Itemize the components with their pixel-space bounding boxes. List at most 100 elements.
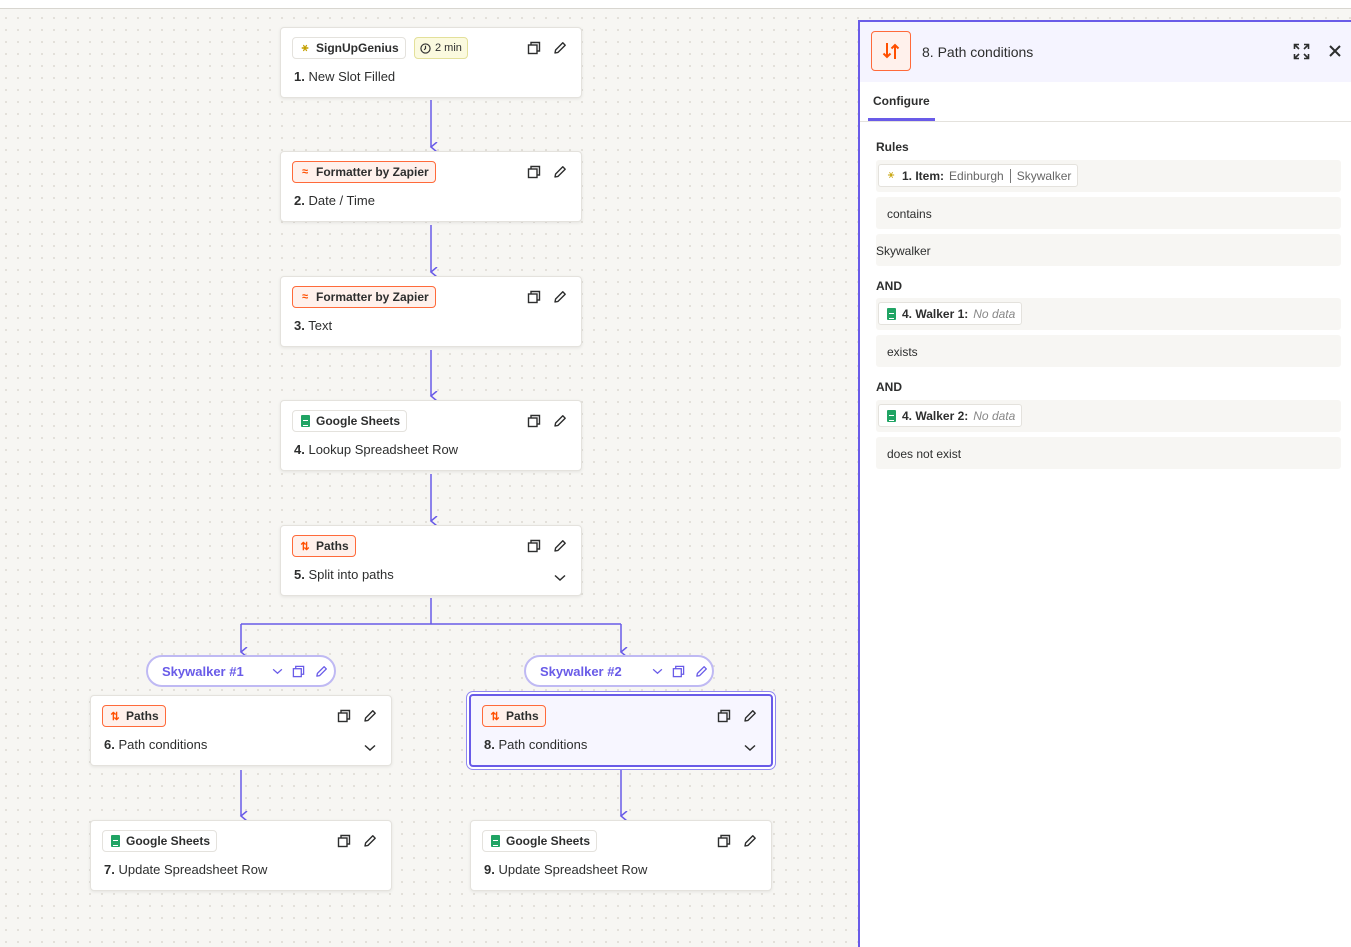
duplicate-icon[interactable] [671,664,685,678]
step-card-2[interactable]: ≈ Formatter by Zapier 2. Date / Time [280,151,582,222]
paths-icon: ⇅ [490,710,500,723]
step-card-4[interactable]: Google Sheets 4. Lookup Spreadsheet Row [280,400,582,471]
active-tab-indicator [868,118,935,121]
rule-1-operator[interactable]: contains [876,197,1341,229]
duplicate-icon[interactable] [336,833,352,849]
app-chip-formatter: ≈ Formatter by Zapier [292,161,436,183]
step-title: Date / Time [308,193,375,208]
path-name: Skywalker #2 [540,663,622,679]
step-number: 2. [294,193,305,208]
edit-pencil-icon[interactable] [552,413,568,429]
paths-icon: ⇅ [110,710,120,723]
app-chip-google-sheets: Google Sheets [482,830,598,852]
app-chip-formatter: ≈ Formatter by Zapier [292,286,436,308]
edit-pencil-icon[interactable] [314,664,328,678]
google-sheets-icon [885,307,897,320]
duplicate-icon[interactable] [526,538,542,554]
app-chip-google-sheets: Google Sheets [292,410,408,432]
top-toolbar-edge [0,0,1351,9]
step-number: 8. [484,737,495,752]
chevron-down-icon[interactable] [270,664,284,678]
step-card-7[interactable]: Google Sheets 7. Update Spreadsheet Row [90,820,392,891]
step-card-3[interactable]: ≈ Formatter by Zapier 3. Text [280,276,582,347]
rule-1-field[interactable]: ⚹ 1. Item: Edinburgh Skywalker [876,160,1341,192]
path-name: Skywalker #1 [162,663,244,679]
field-token[interactable]: ⚹ 1. Item: Edinburgh Skywalker [878,164,1079,187]
chevron-down-icon[interactable] [650,664,664,678]
delay-badge: 2 min [414,37,468,59]
duplicate-icon[interactable] [526,164,542,180]
step-title: Split into paths [308,567,394,582]
expand-icon[interactable] [1292,42,1310,60]
google-sheets-icon [109,835,121,848]
edit-pencil-icon[interactable] [694,664,708,678]
duplicate-icon[interactable] [526,289,542,305]
edit-pencil-icon[interactable] [552,538,568,554]
clock-icon [420,42,431,54]
google-sheets-icon [885,409,897,422]
chevron-down-icon[interactable] [552,570,568,586]
rule-3-operator[interactable]: does not exist [876,437,1341,469]
step-title: Text [308,318,333,333]
value-separator [1009,168,1011,183]
step-number: 4. [294,442,305,457]
signupgenius-icon: ⚹ [887,169,895,181]
duplicate-icon[interactable] [526,40,542,56]
and-label-2: AND [876,380,902,394]
field-token[interactable]: 4. Walker 1: No data [878,302,1023,325]
and-label-1: AND [876,279,902,293]
app-chip-paths: ⇅ Paths [482,705,546,727]
paths-icon [871,31,911,71]
step-title: Path conditions [498,737,588,752]
panel-header: 8. Path conditions [860,22,1351,82]
rule-3-field[interactable]: 4. Walker 2: No data [876,400,1341,432]
step-card-6[interactable]: ⇅ Paths 6. Path conditions [90,695,392,766]
app-chip-google-sheets: Google Sheets [102,830,218,852]
chevron-down-icon[interactable] [742,740,758,756]
close-icon[interactable] [1326,42,1344,60]
rule-2-field[interactable]: 4. Walker 1: No data [876,298,1341,330]
edit-pencil-icon[interactable] [362,708,378,724]
step-title: Path conditions [118,737,208,752]
duplicate-icon[interactable] [526,413,542,429]
signupgenius-icon: ⚹ [301,41,309,54]
panel-title: 8. Path conditions [922,44,1034,60]
duplicate-icon[interactable] [336,708,352,724]
edit-pencil-icon[interactable] [742,833,758,849]
edit-pencil-icon[interactable] [552,40,568,56]
duplicate-icon[interactable] [716,833,732,849]
step-number: 6. [104,737,115,752]
step-number: 3. [294,318,305,333]
paths-icon: ⇅ [300,540,310,553]
edit-pencil-icon[interactable] [552,289,568,305]
step-card-9[interactable]: Google Sheets 9. Update Spreadsheet Row [470,820,772,891]
step-title: Update Spreadsheet Row [498,862,648,877]
duplicate-icon[interactable] [716,708,732,724]
tab-configure[interactable]: Configure [873,94,930,108]
rule-1-value-input[interactable]: Skywalker [876,234,1341,266]
step-title: Lookup Spreadsheet Row [308,442,459,457]
step-card-1[interactable]: ⚹ SignUpGenius 2 min 1. New Slot Filled [280,27,582,98]
edit-pencil-icon[interactable] [552,164,568,180]
rules-heading: Rules [876,140,909,154]
step-number: 9. [484,862,495,877]
step-card-5[interactable]: ⇅ Paths 5. Split into paths [280,525,582,596]
step-number: 7. [104,862,115,877]
app-chip-paths: ⇅ Paths [292,535,356,557]
panel-tabs: Configure [860,82,1351,122]
rule-2-operator[interactable]: exists [876,335,1341,367]
step-title: Update Spreadsheet Row [118,862,268,877]
app-chip-signupgenius: ⚹ SignUpGenius [292,37,406,59]
chevron-down-icon[interactable] [362,740,378,756]
app-chip-paths: ⇅ Paths [102,705,166,727]
edit-pencil-icon[interactable] [742,708,758,724]
formatter-icon: ≈ [301,166,309,178]
duplicate-icon[interactable] [291,664,305,678]
edit-pencil-icon[interactable] [362,833,378,849]
flow-connectors [0,100,860,947]
path-pill-skywalker-2[interactable]: Skywalker #2 [524,655,714,687]
path-pill-skywalker-1[interactable]: Skywalker #1 [146,655,336,687]
step-card-8-selected[interactable]: ⇅ Paths 8. Path conditions [469,694,773,767]
field-token[interactable]: 4. Walker 2: No data [878,404,1023,427]
google-sheets-icon [299,415,311,428]
